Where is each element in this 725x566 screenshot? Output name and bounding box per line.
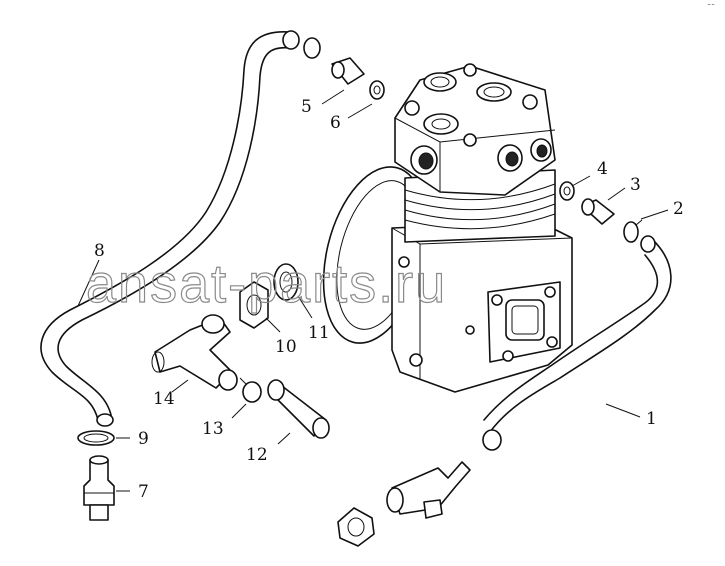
callout-8: 8 [94,241,105,261]
part-6-washer [369,80,385,100]
part-14-elbow [151,314,238,391]
leader-lines [77,89,669,492]
callout-9: 9 [138,429,149,449]
part-13-clamp [239,377,262,403]
hex-nut-bottom [337,507,375,547]
callout-11: 11 [308,323,330,343]
part-3-fitting [581,198,615,225]
part-8-hose [40,30,300,427]
part-11-ring [273,263,299,301]
part-10-nut [239,281,269,329]
callout-14: 14 [153,389,175,409]
part-9-clamp [77,430,115,446]
callout-4: 4 [597,159,608,179]
part-12-sleeve [267,379,330,439]
part-4-washer [559,181,575,201]
tee-fitting [386,461,471,519]
corner-mark: ˜˜ [707,3,715,12]
callout-10: 10 [275,337,297,357]
callout-7: 7 [138,482,149,502]
callout-labels: 1 2 3 4 5 6 7 8 9 10 11 12 13 14 [94,97,684,502]
part-2-clamp [623,219,643,243]
air-compressor [322,63,573,393]
part-5-fitting [303,37,365,85]
part-7-connector [83,455,115,521]
callout-12: 12 [246,445,268,465]
callout-6: 6 [330,113,341,133]
callout-2: 2 [673,199,684,219]
callout-1: 1 [646,409,657,429]
watermark-text: ansat-parts.ru [86,254,447,314]
callout-5: 5 [301,97,312,117]
callout-3: 3 [630,175,641,195]
part-1-hose [482,235,672,451]
callout-13: 13 [202,419,224,439]
